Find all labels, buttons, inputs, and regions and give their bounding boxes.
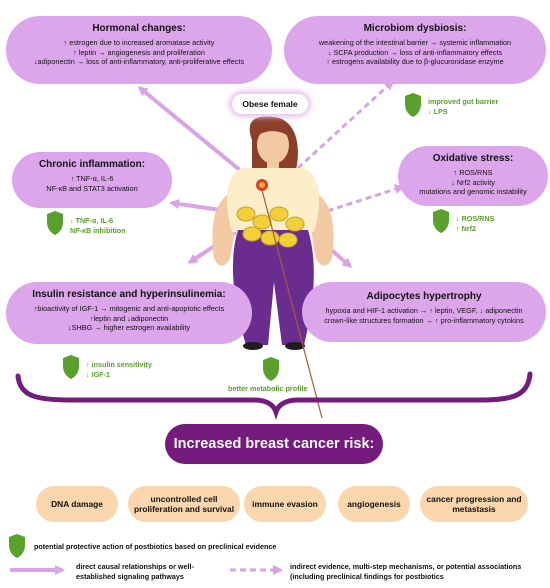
arrow-to-oxidative [317, 184, 405, 216]
microbiom-line: weakening of the intestinal barrier → sy… [318, 38, 512, 48]
chronic-line: NF-κB and STAT3 activation [46, 183, 138, 193]
hormonal-line: ↑ leptin → angiogenesis and proliferatio… [73, 47, 205, 57]
shield-icon-legend [9, 534, 25, 558]
adipocytes-line: hypoxia and HIF-1 activation → ↑ leptin,… [325, 306, 523, 316]
hormonal-line: ↑ estrogen due to increased aromatase ac… [63, 38, 215, 48]
chronic-line: ↑ TNF-α, IL-6 [70, 174, 114, 184]
outcome-tag: immune evasion [244, 486, 326, 522]
chronic-inflammation-cloud: Chronic inflammation: ↑ TNF-α, IL-6 NF-κ… [12, 152, 172, 208]
oxidative-line: ↓ Nrf2 activity [451, 177, 495, 187]
legend-solid-text: direct causal relationships or well-esta… [76, 562, 194, 581]
oxidative-stress-cloud: Oxidative stress: ↑ ROS/RNS ↓ Nrf2 activ… [398, 146, 548, 206]
adipocytes-hypertrophy-cloud: Adipocytes hypertrophy hypoxia and HIF-1… [302, 282, 546, 342]
insulin-postbiotic-effect: ↑ insulin sensitivity ↓ IGF-1 [86, 360, 152, 379]
insulin-line: ↑bioactivity of IGF-1 → mitogenic and an… [33, 304, 225, 314]
arrow-to-microbiom [296, 79, 395, 170]
adipocytes-line: crown-like structures formation → ↑ pro-… [324, 315, 524, 325]
thin-connector-line [261, 189, 323, 419]
insulin-line: ↓SHBG → higher estrogen availability [67, 323, 191, 333]
chronic-title: Chronic inflammation: [38, 159, 146, 170]
postbiotic-effect-line: ↓ TNF-α, IL-6 [70, 216, 114, 225]
metabolic-postbiotic-effect: better metabolic profile [228, 384, 308, 393]
grouping-brace [15, 371, 533, 420]
microbiom-dysbiosis-cloud: Microbiom dysbiosis: weakening of the in… [284, 16, 546, 84]
obese-female-figure [212, 116, 334, 350]
postbiotic-effect-line: ↑ insulin sensitivity [86, 360, 152, 369]
insulin-resistance-cloud: Insulin resistance and hyperinsulinemia:… [6, 282, 252, 344]
microbiom-line: ↑ estrogens availability due to β-glucur… [326, 57, 504, 67]
risk-banner: Increased breast cancer risk: [165, 424, 383, 464]
oxidative-postbiotic-effect: ↓ ROS/RNS ↑ Nrf2 [456, 214, 494, 233]
legend-dashed-text: indirect evidence, multi-step mechanisms… [290, 562, 522, 581]
shield-icon-microbiom [405, 93, 421, 117]
oxidative-line: ↑ ROS/RNS [453, 168, 493, 178]
microbiom-postbiotic-effect: improved gut barrier ↓ LPS [428, 97, 498, 116]
outcome-tag: angiogenesis [338, 486, 410, 522]
oxidative-title: Oxidative stress: [432, 153, 514, 164]
shield-icon-chronic [47, 211, 63, 235]
shield-icon-insulin [63, 355, 79, 379]
oxidative-line: mutations and genomic instability [419, 187, 527, 197]
outcome-tag: uncontrolled cell proliferation and surv… [128, 486, 240, 522]
outcome-tag: DNA damage [36, 486, 118, 522]
microbiom-title: Microbiom dysbiosis: [363, 23, 467, 34]
insulin-title: Insulin resistance and hyperinsulinemia: [32, 289, 226, 300]
shield-icon-oxidative [433, 209, 449, 233]
postbiotic-effect-line: ↓ LPS [428, 106, 448, 116]
postbiotic-effect-line: ↑ Nrf2 [456, 223, 476, 233]
arrow-to-hormonal [137, 86, 260, 187]
microbiom-line: ↓ SCFA production → loss of anti-inflamm… [327, 47, 503, 57]
postbiotic-effect-line: ↓ IGF-1 [86, 369, 110, 379]
postbiotic-effect-line: improved gut barrier [428, 97, 499, 106]
hormonal-title: Hormonal changes: [92, 23, 186, 34]
postbiotic-effect-line: ↓ ROS/RNS [456, 214, 495, 223]
shield-icon-metabolic [263, 357, 279, 381]
chronic-postbiotic-effect: ↓ TNF-α, IL-6 NF-κB inhibition [70, 216, 126, 235]
postbiotic-effect-line: NF-κB inhibition [70, 225, 126, 235]
legend-shield-text: potential protective action of postbioti… [34, 542, 277, 551]
obese-female-label: Obese female [232, 94, 308, 114]
hormonal-line: ↓adiponectin → loss of anti-inflammatory… [33, 57, 245, 67]
insulin-line: ↑leptin and ↓adiponectin [89, 313, 169, 323]
outcome-tag: cancer progression and metastasis [420, 486, 528, 522]
adipocytes-title: Adipocytes hypertrophy [366, 291, 482, 302]
hormonal-changes-cloud: Hormonal changes: ↑ estrogen due to incr… [6, 16, 272, 84]
